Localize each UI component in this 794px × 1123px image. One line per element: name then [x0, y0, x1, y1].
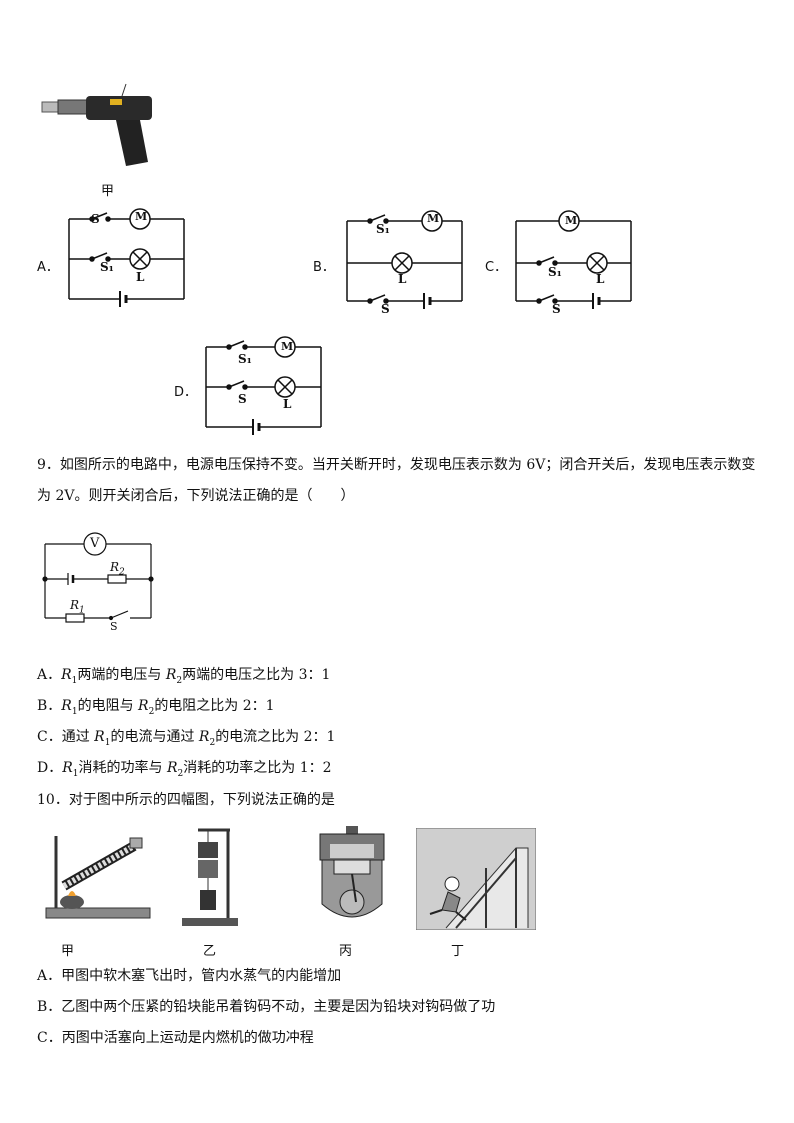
label-l: L [398, 272, 407, 286]
option-c-label: C． [485, 260, 508, 275]
q9-option-c: C．通过 R1的电流与通过 R2的电流之比为 2：1 [37, 729, 336, 748]
drill-image [41, 83, 152, 166]
label-s1: S₁ [376, 222, 390, 236]
label-s: S [238, 392, 247, 406]
figure-bing-engine [319, 826, 385, 918]
option-b-label: B． [313, 260, 335, 275]
label-s: S [381, 302, 390, 316]
label-m: M [135, 210, 148, 223]
label-s: S [91, 212, 100, 226]
q9-circuit-diagram [42, 532, 154, 623]
circuit-option-a [68, 208, 185, 307]
caption-ding: 丁 [451, 944, 465, 959]
label-s: S [552, 302, 561, 316]
q9-option-b: B．R1的电阻与 R2的电阻之比为 2：1 [37, 698, 275, 717]
circuit-option-d [205, 336, 322, 435]
figure-ding-slide [416, 828, 536, 930]
q10-option-b: B．乙图中两个压紧的铅块能吊着钩码不动，主要是因为铅块对钩码做了功 [37, 999, 496, 1015]
label-m: M [281, 340, 294, 353]
circuit-option-b [346, 210, 463, 309]
label-l: L [283, 397, 292, 411]
label-s1: S₁ [548, 265, 562, 279]
q9-stem-line2: 为 2V。则开关闭合后，下列说法正确的是（ ） [37, 488, 355, 504]
label-l: L [136, 270, 145, 284]
label-s1: S₁ [100, 260, 114, 274]
q9-stem-line1: 9．如图所示的电路中，电源电压保持不变。当开关断开时，发现电压表示数为 6V；闭… [37, 457, 756, 473]
figure-jia-steam-experiment [45, 836, 151, 919]
label-m: M [565, 214, 578, 227]
q10-stem: 10．对于图中所示的四幅图，下列说法正确的是 [37, 792, 335, 808]
caption-jia: 甲 [61, 944, 75, 959]
figure-yi-lead-blocks [182, 828, 238, 926]
q9-option-a: A．R1两端的电压与 R2两端的电压之比为 3：1 [37, 667, 331, 686]
label-s1: S₁ [238, 352, 252, 366]
label-l: L [596, 272, 605, 286]
caption-bing: 丙 [339, 944, 353, 959]
q10-option-c: C．丙图中活塞向上运动是内燃机的做功冲程 [37, 1030, 314, 1046]
figure-caption-jia: 甲 [101, 184, 115, 199]
q9-option-d: D．R1消耗的功率与 R2消耗的功率之比为 1：2 [37, 760, 332, 779]
voltmeter-label: V [90, 536, 100, 551]
r2-label: R2 [110, 560, 125, 578]
label-m: M [427, 212, 440, 225]
q10-option-a: A．甲图中软木塞飞出时，管内水蒸气的内能增加 [37, 968, 342, 984]
r1-label: R1 [70, 598, 85, 616]
option-d-label: D． [174, 385, 198, 400]
circuit-option-c [515, 210, 632, 309]
caption-yi: 乙 [203, 944, 217, 959]
option-a-label: A． [37, 260, 59, 275]
switch-label: S [110, 620, 118, 633]
